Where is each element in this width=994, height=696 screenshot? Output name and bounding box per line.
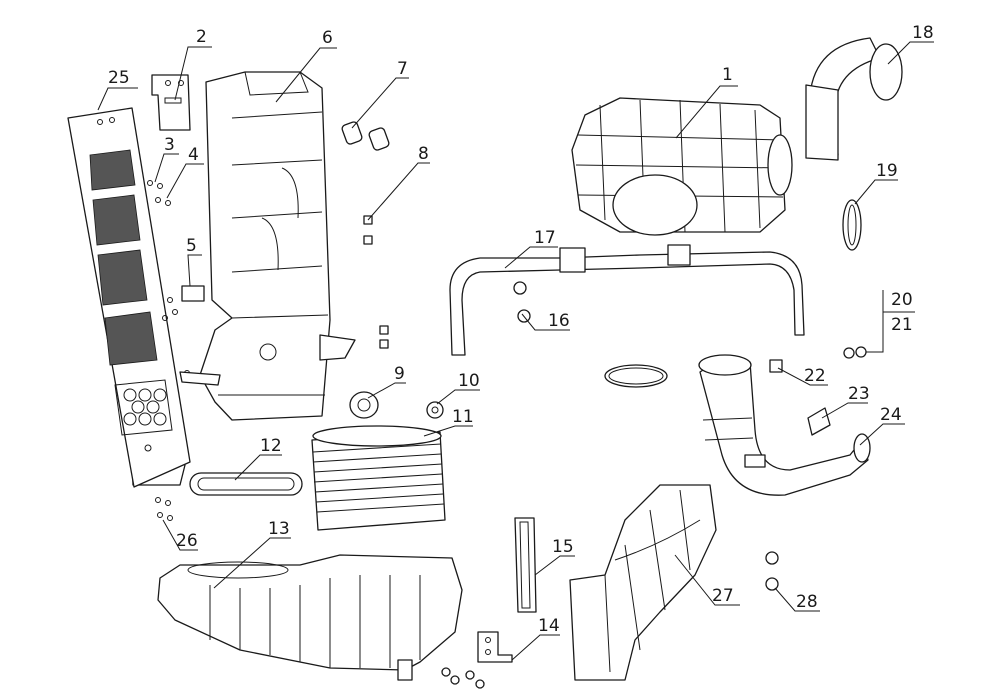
callout-12: 12: [260, 436, 282, 456]
part-27-upper-duct: [569, 484, 717, 681]
callout-16: 16: [548, 311, 570, 331]
callout-11: 11: [452, 407, 474, 427]
callout-27: 27: [712, 586, 734, 606]
part-24-intake-pipe: [698, 354, 871, 496]
part-18-elbow-hose: [805, 37, 903, 161]
callout-6: 6: [322, 28, 333, 48]
part-7-rubber-mounts: [341, 121, 390, 151]
leader-lines: [97, 41, 934, 661]
callout-14: 14: [538, 616, 560, 636]
callout-22: 22: [804, 366, 826, 386]
callout-25: 25: [108, 68, 130, 88]
part-1-air-filter: [571, 97, 793, 236]
callout-3: 3: [164, 135, 175, 155]
callout-24: 24: [880, 405, 902, 425]
callout-28: 28: [796, 592, 818, 612]
callout-2: 2: [196, 27, 207, 47]
callout-26: 26: [176, 531, 198, 551]
part-12-gasket: [189, 472, 303, 496]
callout-8: 8: [418, 144, 429, 164]
callout-21: 21: [891, 315, 913, 335]
callout-18: 18: [912, 23, 934, 43]
callout-1: 1: [722, 65, 733, 85]
callout-10: 10: [458, 371, 480, 391]
part-13-lower-duct: [157, 554, 463, 681]
part-10-nut: [426, 401, 444, 419]
part-15-plate: [514, 517, 537, 613]
small-fasteners-left: [147, 180, 205, 521]
callout-17: 17: [534, 228, 556, 248]
part-19-clamp: [842, 199, 862, 251]
callout-4: 4: [188, 145, 199, 165]
part-17-frame: [449, 244, 805, 356]
callout-20: 20: [891, 290, 913, 310]
callout-5: 5: [186, 236, 197, 256]
part-25-mesh-guard: [67, 107, 191, 488]
part-8-nuts: [363, 215, 389, 349]
part-9-grommet: [349, 391, 379, 419]
callout-13: 13: [268, 519, 290, 539]
callout-19: 19: [876, 161, 898, 181]
part-16-bolts: [513, 281, 531, 323]
callout-labels: 2 25 3 4 5 6 7 8 9 10 11 12 13 14 15 16 …: [108, 23, 934, 636]
part-22-small-bracket: [769, 359, 783, 373]
part-14-bracket: [441, 631, 513, 689]
callout-7: 7: [397, 59, 408, 79]
part-28-bolts: [765, 551, 779, 591]
part-ring-seal: [604, 364, 668, 388]
part-6-intake-housing: [179, 71, 356, 421]
callout-23: 23: [848, 384, 870, 404]
part-2-bracket: [151, 74, 191, 131]
callout-9: 9: [394, 364, 405, 384]
part-23-bracket: [744, 407, 831, 468]
part-20-21-nuts: [843, 346, 867, 359]
callout-15: 15: [552, 537, 574, 557]
part-11-bellows: [311, 425, 446, 531]
